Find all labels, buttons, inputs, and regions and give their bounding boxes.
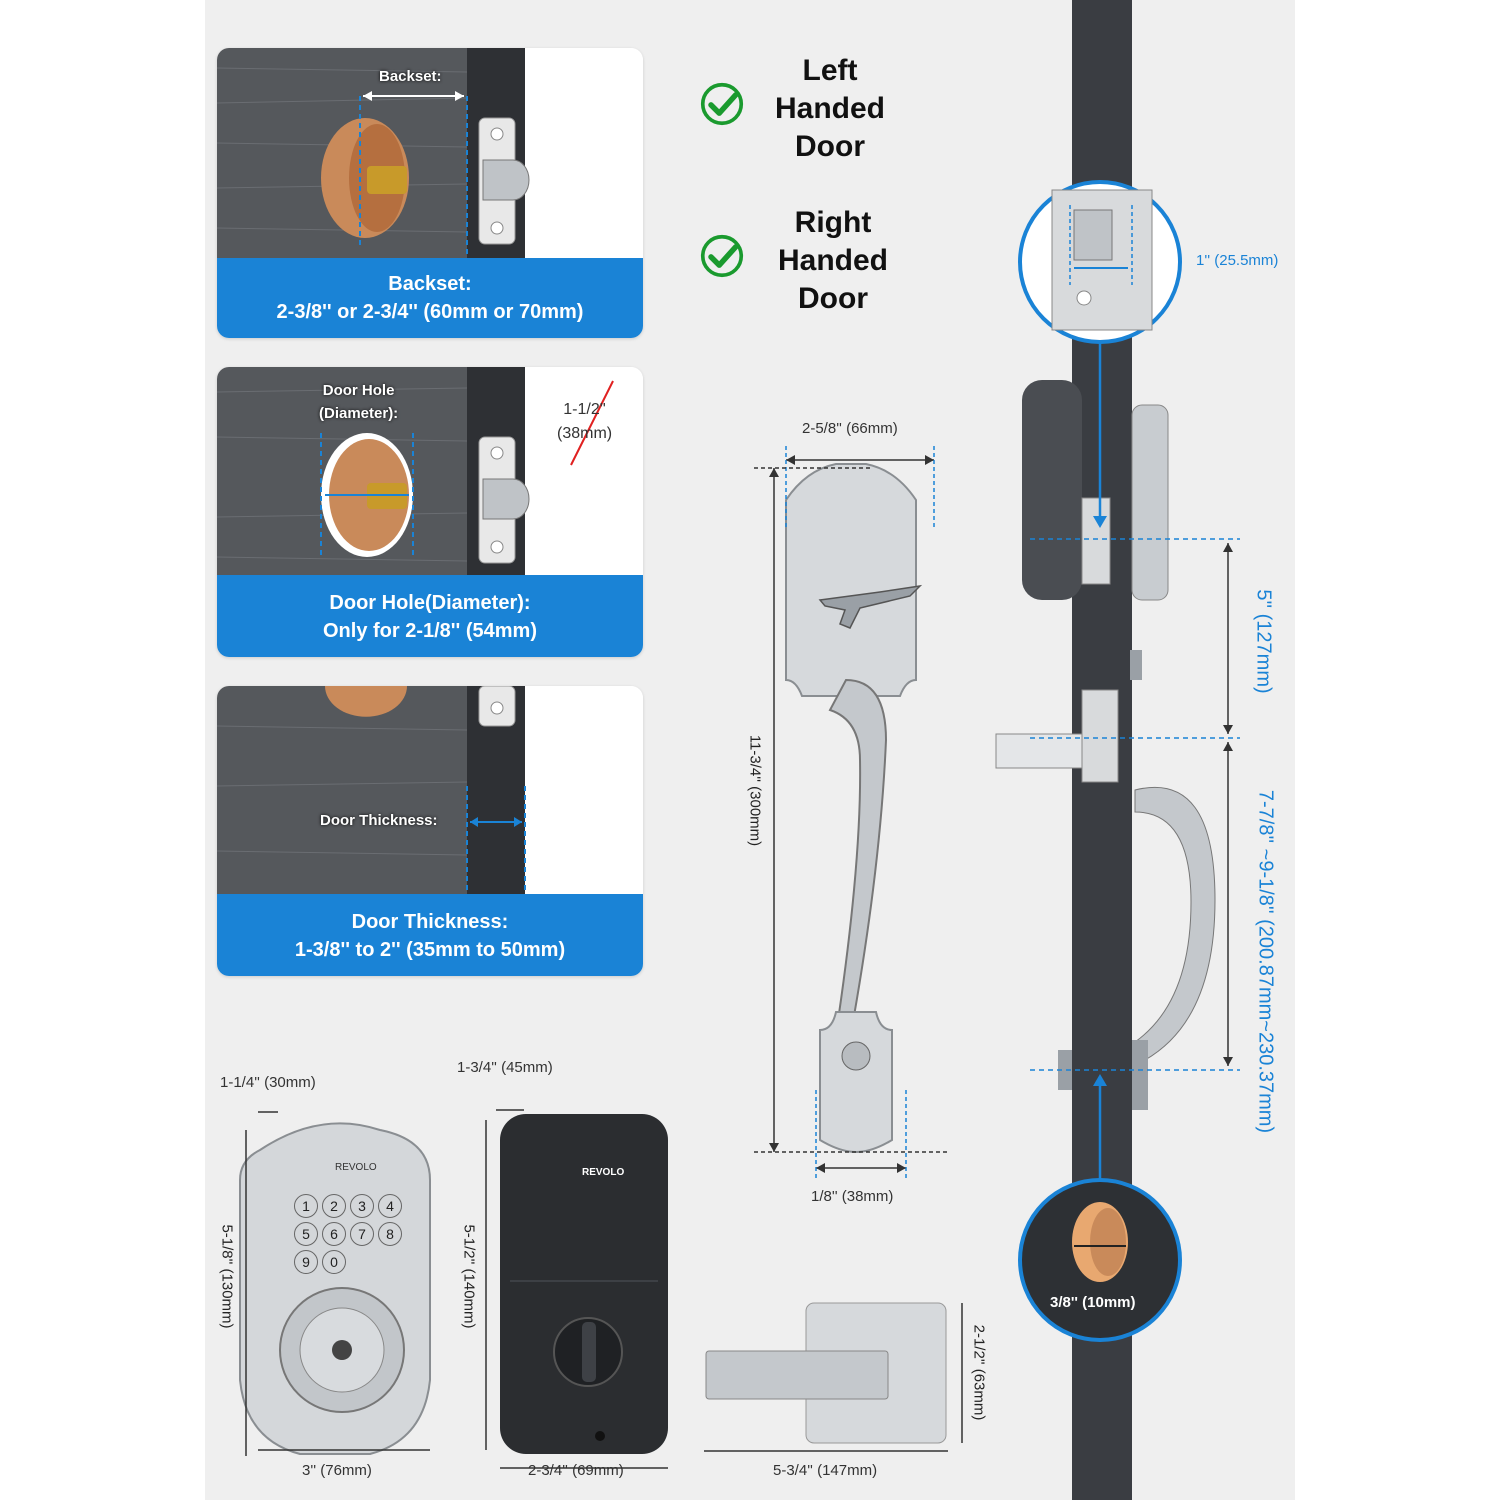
key-6: 6 [322,1222,346,1246]
door-thickness-banner-value: 1-3/8'' to 2'' (35mm to 50mm) [294,939,566,961]
key-2: 2 [322,1194,346,1218]
hole-size-label: 3/8'' (10mm) [1050,1294,1136,1311]
keypad-height-label: 5-1/8'' (130mm) [218,1224,236,1329]
latch-size-label: 1'' (25.5mm) [1196,252,1279,269]
door-hole-banner-value: Only for 2-1/8'' (54mm) [322,620,537,642]
handle-bottom-width-label: 1/8'' (38mm) [811,1188,894,1205]
key-8: 8 [378,1222,402,1246]
door-hole-photo [217,367,643,577]
lever-illustration [704,1302,963,1452]
left-handed-check-icon [700,82,744,126]
left-handed-label: Left Handed Door [755,52,905,166]
door-hole-photo-label: Door Hole (Diameter): [319,379,398,425]
backset-banner-title: Backset: [388,273,472,295]
old-hole-size-line1: 1-1/2'' [563,401,606,418]
left-handed-line1: Left [802,54,858,87]
backset-banner-value: 2-3/8'' or 2-3/4'' (60mm or 70mm) [276,301,584,323]
keypad-width-label: 3'' (76mm) [302,1462,372,1479]
interior-brand-label: REVOLO [582,1167,625,1178]
backset-photo-label: Backset: [379,68,442,85]
door-hole-banner-title: Door Hole(Diameter): [329,592,531,614]
door-thickness-photo [217,686,643,896]
old-hole-size-line2: (38mm) [557,425,613,442]
key-1: 1 [294,1194,318,1218]
keypad-deadbolt-illustration [239,1111,431,1456]
right-handed-line1: Right [794,206,872,239]
spacing-range-label: 7-7/8'' ~9-1/8'' (200.87mm~230.37mm) [1254,789,1277,1134]
handle-top-width-label: 2-5/8'' (66mm) [802,420,898,437]
backset-photo [217,48,643,258]
key-0: 0 [322,1250,346,1274]
left-handed-line2: Handed [774,92,885,125]
key-9: 9 [294,1250,318,1274]
handle-height-label: 11-3/4'' (300mm) [746,734,764,847]
keypad-depth-label: 1-1/4'' (30mm) [220,1074,316,1091]
left-handed-line3: Door [795,130,865,163]
right-handed-line2: Handed [777,244,888,277]
backset-banner: Backset: 2-3/8'' or 2-3/4'' (60mm or 70m… [217,258,643,338]
interior-height-label: 5-1/2'' (140mm) [460,1224,478,1329]
keypad-brand-label: REVOLO [335,1162,377,1173]
interior-width-label: 2-3/4'' (69mm) [528,1462,624,1479]
bolt-spacing-label: 5'' (127mm) [1252,589,1275,694]
old-hole-size-struck: 1-1/2'' (38mm) [557,398,612,446]
door-hole-label-line2: (Diameter): [319,405,399,422]
backset-card: Backset: Backset: 2-3/8'' or 2-3/4'' (60… [217,48,643,338]
key-3: 3 [350,1194,374,1218]
door-thickness-banner: Door Thickness: 1-3/8'' to 2'' (35mm to … [217,894,643,976]
door-hole-label-line1: Door Hole [322,382,395,399]
door-hole-card: Door Hole (Diameter): 1-1/2'' (38mm) Doo… [217,367,643,657]
lever-width-label: 5-3/4'' (147mm) [773,1462,878,1479]
door-thickness-banner-title: Door Thickness: [351,911,509,933]
door-thickness-photo-label: Door Thickness: [320,812,438,829]
door-thickness-card: Door Thickness: Door Thickness: 1-3/8'' … [217,686,643,976]
key-4: 4 [378,1194,402,1218]
right-handed-label: Right Handed Door [758,204,908,318]
key-5: 5 [294,1222,318,1246]
right-handed-check-icon [700,234,744,278]
key-7: 7 [350,1222,374,1246]
door-hole-banner: Door Hole(Diameter): Only for 2-1/8'' (5… [217,575,643,657]
interior-depth-label: 1-3/4'' (45mm) [457,1059,553,1076]
right-handed-line3: Door [798,282,868,315]
handleset-front-illustration [754,446,950,1180]
door-side-illustration [995,0,1240,1500]
lever-height-label: 2-1/2'' (63mm) [970,1324,988,1421]
interior-unit-illustration [485,1109,668,1469]
